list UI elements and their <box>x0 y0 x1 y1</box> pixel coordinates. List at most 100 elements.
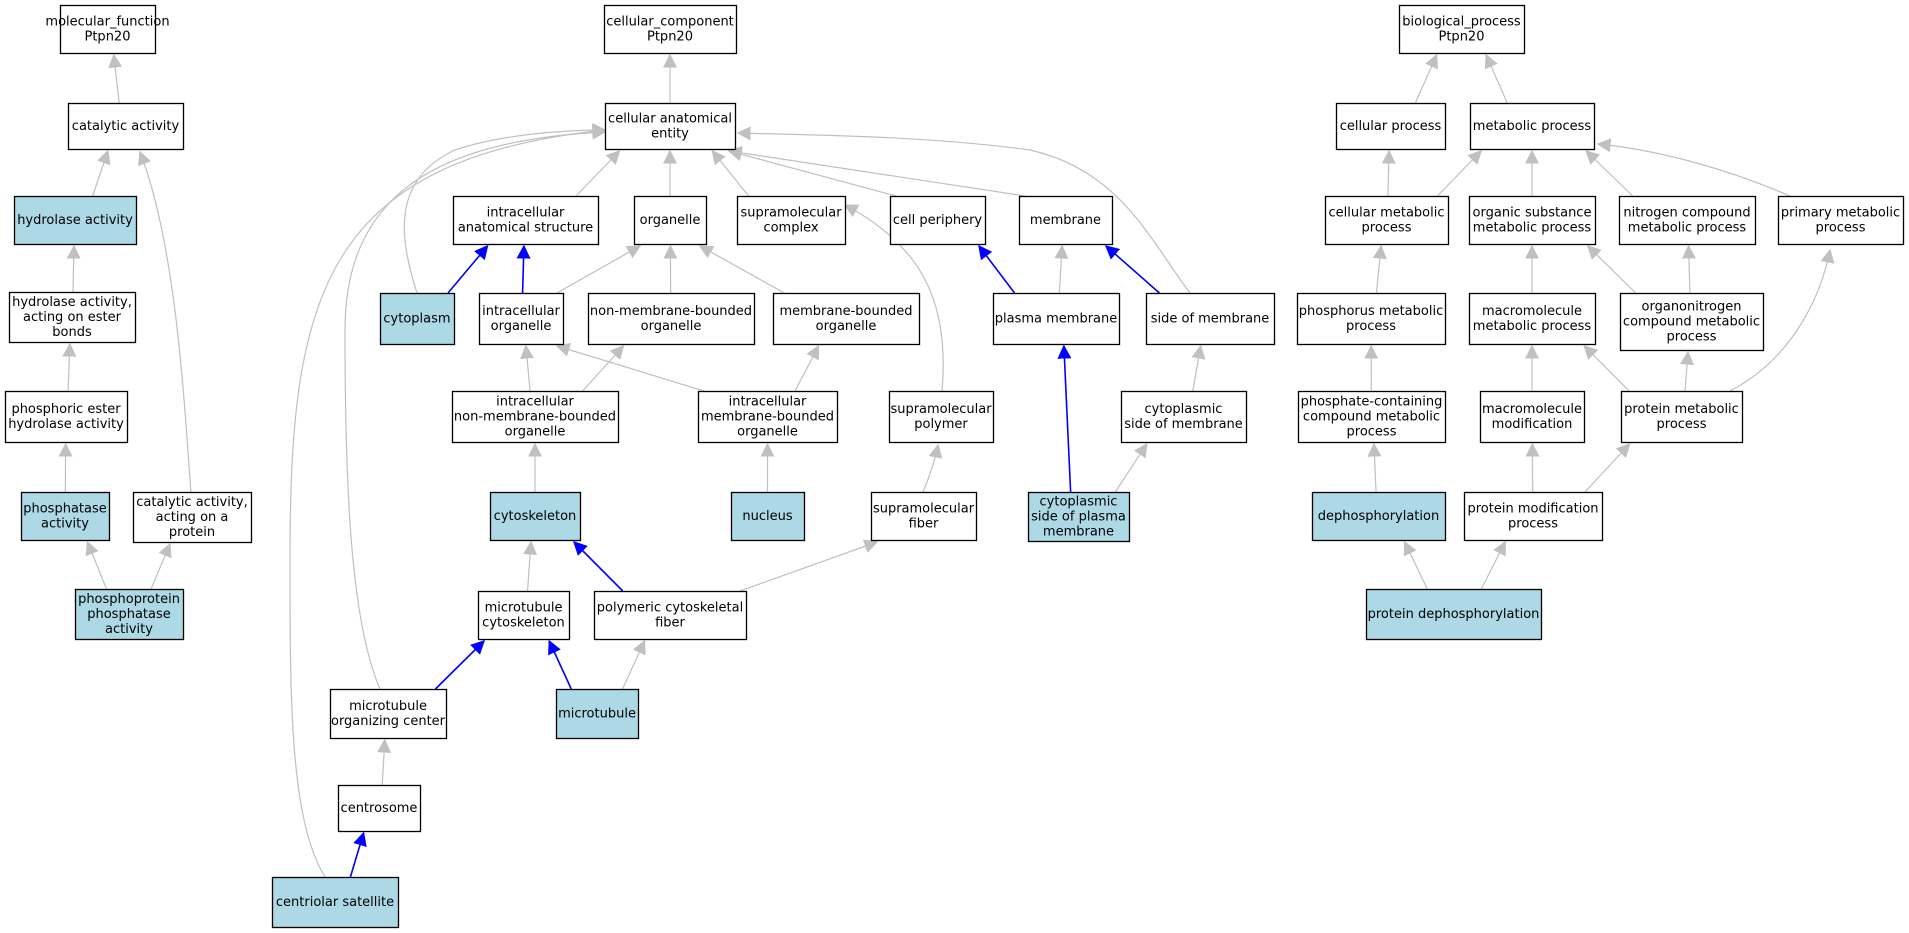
edge-cellular_process-to-bp_root <box>1414 53 1438 104</box>
node-dephosphorylation[interactable]: dephosphorylation <box>1311 491 1447 542</box>
node-box <box>730 491 806 542</box>
edge-cytoplasmic_side_plasma-to-cytoplasmic_side <box>1114 442 1148 493</box>
node-box <box>1619 292 1765 352</box>
node-label-line: supramolecular <box>740 206 842 221</box>
edge-intracellular_organelle-to-organelle <box>556 245 642 294</box>
node-catalytic_activity[interactable]: catalytic activity <box>67 102 185 151</box>
node-label-line: activity <box>41 517 89 532</box>
node-label-line: protein metabolic <box>1624 402 1739 417</box>
node-label-line: cytoskeleton <box>482 616 565 631</box>
node-cytoskeleton[interactable]: cytoskeleton <box>489 491 582 542</box>
node-box <box>4 390 129 444</box>
node-label-line: phosphorus metabolic <box>1299 304 1443 319</box>
node-microtubule[interactable]: microtubule <box>555 688 640 740</box>
node-cellular_process[interactable]: cellular process <box>1335 102 1447 151</box>
node-label-line: membrane-bounded <box>779 304 912 319</box>
node-box <box>1468 292 1597 346</box>
node-organelle[interactable]: organelle <box>633 195 708 246</box>
node-label-line: primary metabolic <box>1781 206 1900 221</box>
node-label-line: protein dephosphorylation <box>1368 607 1540 622</box>
node-nucleus[interactable]: nucleus <box>730 491 806 542</box>
node-label-line: centrosome <box>341 801 418 816</box>
node-cell_periphery[interactable]: cell periphery <box>889 195 987 246</box>
node-box <box>20 491 111 542</box>
node-metabolic_process[interactable]: metabolic process <box>1469 102 1596 151</box>
edge-protein_metabolic-to-primary_metabolic <box>1729 248 1835 392</box>
node-box <box>67 102 185 151</box>
node-box <box>452 195 600 246</box>
node-label-line: organelle <box>641 319 702 334</box>
edge-microtubule-to-polymeric_fiber <box>622 639 646 690</box>
node-box <box>1479 390 1586 444</box>
edge-cellular_metabolic-to-metabolic_process <box>1436 149 1483 197</box>
node-side_of_membrane[interactable]: side of membrane <box>1145 292 1276 346</box>
node-label-line: metabolic process <box>1473 319 1592 334</box>
node-label-line: plasma membrane <box>995 312 1118 327</box>
node-membrane[interactable]: membrane <box>1018 195 1114 246</box>
node-box <box>633 195 708 246</box>
node-label-line: nucleus <box>742 509 792 524</box>
node-label-line: compound metabolic <box>1303 410 1440 425</box>
node-label-line: hydrolase activity <box>8 417 124 432</box>
edge-plasma_membrane-to-cell_periphery <box>978 244 1016 294</box>
edge-protein_dephosphorylation-to-dephosphorylation <box>1403 540 1428 590</box>
node-plasma_membrane[interactable]: plasma membrane <box>992 292 1121 346</box>
edge-intra_membrane_bounded-to-intracellular_organelle <box>555 342 705 392</box>
node-label-line: process <box>1508 517 1558 532</box>
node-centrosome[interactable]: centrosome <box>337 784 422 833</box>
edge-dephosphorylation-to-phosphate_containing <box>1367 442 1382 493</box>
edge-centriolar_satellite-to-cellular_anatomical_entity <box>289 124 607 878</box>
node-box <box>604 102 737 151</box>
edge-nitrogen_compound-to-metabolic_process <box>1585 150 1634 197</box>
node-hydrolase_activity[interactable]: hydrolase activity <box>13 195 138 246</box>
node-label-line: microtubule <box>485 601 563 616</box>
node-label-line: Ptpn20 <box>647 30 693 45</box>
edge-microtubule_cytoskeleton-to-cytoskeleton <box>523 540 538 592</box>
node-label-line: cellular metabolic <box>1329 206 1445 221</box>
node-protein_dephosphorylation[interactable]: protein dephosphorylation <box>1365 588 1543 641</box>
node-centriolar_satellite[interactable]: centriolar satellite <box>271 876 400 929</box>
edge-phosphoric_ester-to-hydrolase_ester <box>62 342 77 392</box>
node-label-line: nitrogen compound <box>1623 206 1750 221</box>
node-box <box>888 390 995 444</box>
node-label-line: phosphoric ester <box>11 402 121 417</box>
node-cytoplasm[interactable]: cytoplasm <box>379 292 456 346</box>
node-intra_non_membrane[interactable]: intracellularnon-membrane-boundedorganel… <box>451 390 620 444</box>
edge-membrane-to-cellular_anatomical_entity <box>727 145 1026 197</box>
node-box <box>132 491 253 544</box>
